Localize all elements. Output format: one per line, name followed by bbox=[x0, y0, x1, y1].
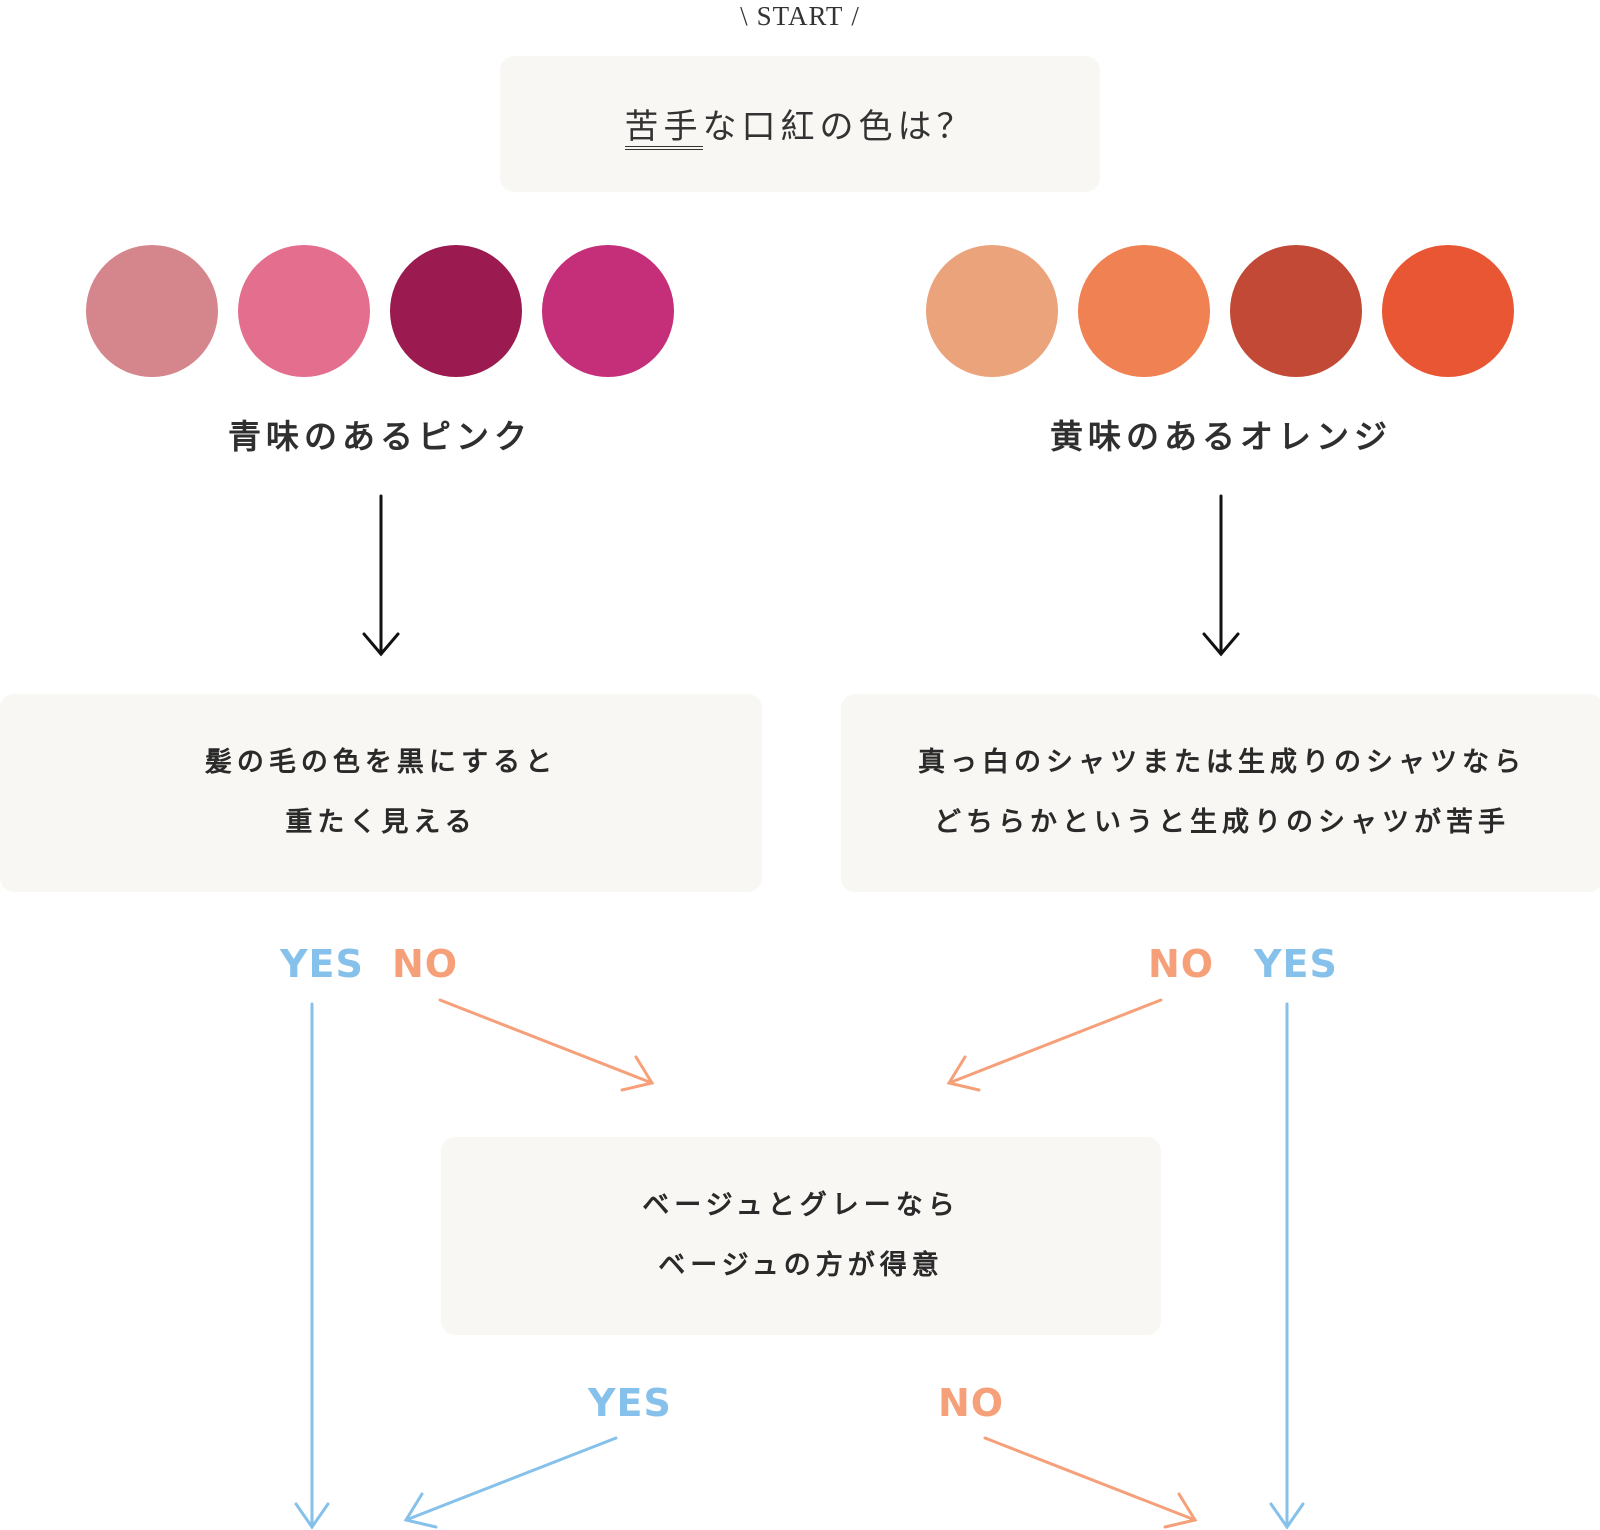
swatch-orange-2 bbox=[1078, 245, 1210, 377]
arrow-middle-no bbox=[983, 1436, 1198, 1529]
answer-middle-yes: YES bbox=[588, 1381, 672, 1425]
swatch-pink-2 bbox=[238, 245, 370, 377]
arrow-middle-yes bbox=[403, 1436, 618, 1529]
arrow-down-left bbox=[362, 494, 400, 657]
start-slash-right: / bbox=[851, 1, 860, 31]
main-question-underlined: 苦手 bbox=[624, 108, 703, 150]
answer-right-yes: YES bbox=[1254, 942, 1338, 986]
arrow-left-no bbox=[438, 998, 655, 1092]
main-question-rest: な口紅の色は？ bbox=[702, 106, 976, 147]
question-left-line1: 髪の毛の色を黒にすると bbox=[204, 747, 558, 778]
question-box-right: 真っ白のシャツまたは生成りのシャツなら どちらかというと生成りのシャツが苦手 bbox=[841, 694, 1600, 892]
arrow-down-right bbox=[1202, 494, 1240, 657]
question-middle-line1: ベージュとグレーなら bbox=[642, 1190, 960, 1221]
question-middle-line2: ベージュの方が得意 bbox=[658, 1250, 944, 1281]
arrow-right-yes bbox=[1269, 1002, 1305, 1530]
group-label-orange: 黄味のあるオレンジ bbox=[1050, 417, 1392, 456]
arrow-right-no bbox=[946, 998, 1163, 1092]
main-question-box: 苦手な口紅の色は？ bbox=[500, 56, 1100, 192]
answer-middle-no: NO bbox=[938, 1381, 1005, 1425]
question-box-left: 髪の毛の色を黒にすると 重たく見える bbox=[0, 694, 762, 892]
start-slash-left: \ bbox=[740, 1, 749, 31]
answer-left-yes: YES bbox=[280, 942, 364, 986]
question-right: 真っ白のシャツまたは生成りのシャツなら どちらかというと生成りのシャツが苦手 bbox=[918, 733, 1526, 853]
question-middle: ベージュとグレーなら ベージュの方が得意 bbox=[642, 1176, 960, 1296]
question-box-middle: ベージュとグレーなら ベージュの方が得意 bbox=[441, 1137, 1161, 1335]
swatch-orange-3 bbox=[1230, 245, 1362, 377]
group-label-pink: 青味のあるピンク bbox=[228, 417, 532, 456]
swatch-orange-4 bbox=[1382, 245, 1514, 377]
question-left-line2: 重たく見える bbox=[285, 807, 477, 838]
answer-left-no: NO bbox=[392, 942, 459, 986]
arrow-left-yes bbox=[294, 1002, 330, 1530]
question-left: 髪の毛の色を黒にすると 重たく見える bbox=[205, 733, 557, 853]
question-right-line1: 真っ白のシャツまたは生成りのシャツなら bbox=[918, 747, 1526, 778]
question-right-line2: どちらかというと生成りのシャツが苦手 bbox=[934, 807, 1510, 838]
start-text: START bbox=[756, 1, 844, 31]
start-label: \START/ bbox=[0, 0, 1600, 32]
swatch-pink-3 bbox=[390, 245, 522, 377]
swatch-orange-1 bbox=[926, 245, 1058, 377]
swatch-pink-1 bbox=[86, 245, 218, 377]
answer-right-no: NO bbox=[1148, 942, 1215, 986]
swatch-pink-4 bbox=[542, 245, 674, 377]
main-question: 苦手な口紅の色は？ bbox=[624, 99, 976, 150]
